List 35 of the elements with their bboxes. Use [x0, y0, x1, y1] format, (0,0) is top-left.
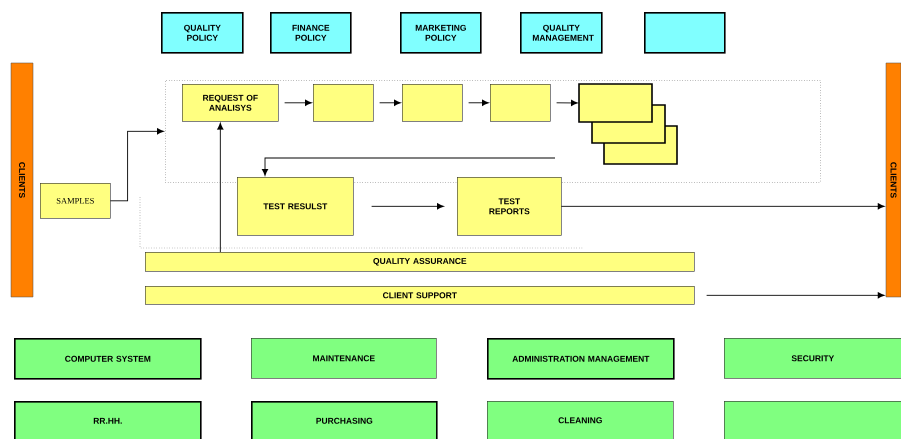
policy-box: QUALITY POLICY	[161, 12, 244, 54]
policy-box: QUALITY MANAGEMENT	[520, 12, 603, 54]
process-bar: QUALITY ASSURANCE	[145, 252, 695, 272]
process-bar: CLIENT SUPPORT	[145, 286, 695, 305]
department-box: COMPUTER SYSTEM	[14, 338, 202, 380]
policy-box: MARKETING POLICY	[400, 12, 482, 54]
arrow	[110, 128, 164, 202]
department-box: CLEANING	[487, 401, 674, 439]
department-box: SECURITY	[724, 338, 901, 379]
arrow	[284, 100, 312, 106]
clients-bar: CLIENTS	[10, 62, 34, 298]
department-box: PURCHASING	[251, 401, 438, 439]
department-box: MAINTENANCE	[251, 338, 437, 379]
process-box: TEST RESULST	[237, 177, 354, 236]
process-box	[402, 84, 463, 122]
arrow	[706, 292, 885, 298]
arrow	[556, 100, 578, 106]
clients-bar: CLIENTS	[886, 62, 901, 298]
arrow	[371, 203, 444, 210]
arrow	[262, 158, 556, 176]
process-box	[490, 84, 551, 122]
policy-box	[644, 12, 726, 54]
arrow	[468, 100, 489, 106]
samples-box: SAMPLES	[40, 183, 111, 219]
department-box	[724, 401, 901, 439]
process-box: REQUEST OF ANALISYS	[182, 84, 279, 122]
process-box	[313, 84, 374, 122]
policy-box: FINANCE POLICY	[270, 12, 352, 54]
arrow	[561, 203, 885, 210]
arrow	[217, 122, 224, 252]
department-box: RR.HH.	[14, 401, 202, 439]
stacked-boxes	[578, 83, 678, 165]
process-box: TEST REPORTS	[457, 177, 562, 236]
department-box: ADMINISTRATION MANAGEMENT	[487, 338, 675, 380]
arrow	[379, 100, 401, 106]
